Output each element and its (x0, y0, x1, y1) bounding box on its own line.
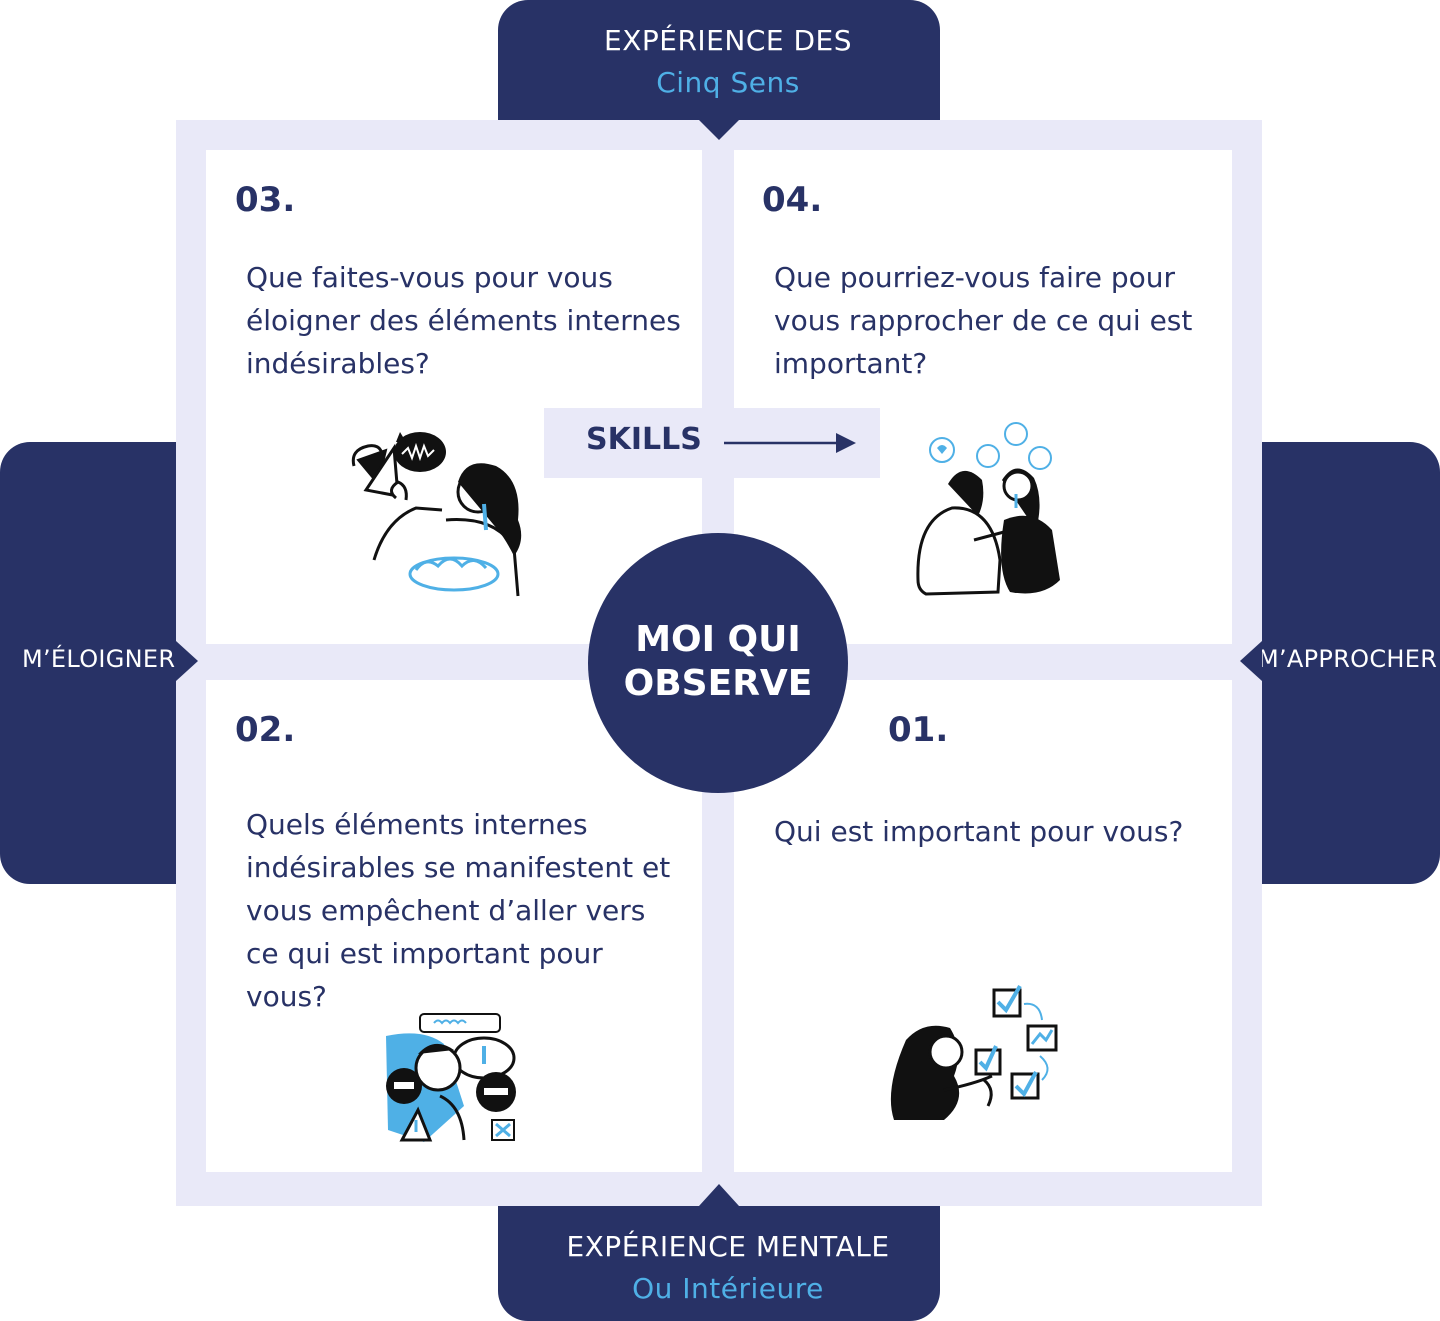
right-tab-label: M’APPROCHER (1258, 645, 1438, 673)
quadrant-number-04: 04. (762, 180, 823, 220)
top-tab-title: EXPÉRIENCE DES (604, 24, 852, 57)
bottom-pointer (699, 1184, 739, 1206)
frustrated-person-illustration (386, 1013, 516, 1142)
left-pointer (176, 641, 198, 681)
quadrant-number-03: 03. (235, 180, 296, 220)
top-pointer (699, 120, 739, 140)
quadrant-number-02: 02. (235, 710, 296, 750)
quadrant-question-02: Quels éléments internes indésirables se … (246, 808, 671, 1013)
arrow-right-icon (724, 433, 856, 453)
checklist-person-illustration (890, 984, 1058, 1120)
quadrant-question-03: Que faites-vous pour vous éloigner des é… (246, 261, 681, 380)
top-tab-subtitle: Cinq Sens (656, 66, 800, 99)
quadrant-question-01: Qui est important pour vous? (774, 815, 1184, 848)
top-tab-text: EXPÉRIENCE DES Cinq Sens (498, 20, 958, 104)
left-tab-label: M’ÉLOIGNER (22, 645, 176, 673)
quadrant-card-01 (734, 680, 1232, 1172)
two-people-illustration (916, 422, 1060, 596)
bottom-tab-subtitle: Ou Intérieure (632, 1272, 824, 1305)
eating-person-illustration (351, 432, 522, 597)
bottom-tab-text: EXPÉRIENCE MENTALE Ou Intérieure (498, 1226, 958, 1310)
center-label-line2: OBSERVE (623, 663, 813, 704)
skills-label: SKILLS (586, 422, 702, 457)
quadrant-question-04: Que pourriez-vous faire pour vous rappro… (774, 261, 1193, 380)
center-label: MOI QUI OBSERVE (588, 618, 848, 706)
center-label-line1: MOI QUI (635, 619, 801, 660)
right-pointer (1240, 641, 1262, 681)
center-circle (588, 533, 848, 793)
bottom-tab-title: EXPÉRIENCE MENTALE (566, 1230, 890, 1263)
quadrant-number-01: 01. (888, 710, 949, 750)
